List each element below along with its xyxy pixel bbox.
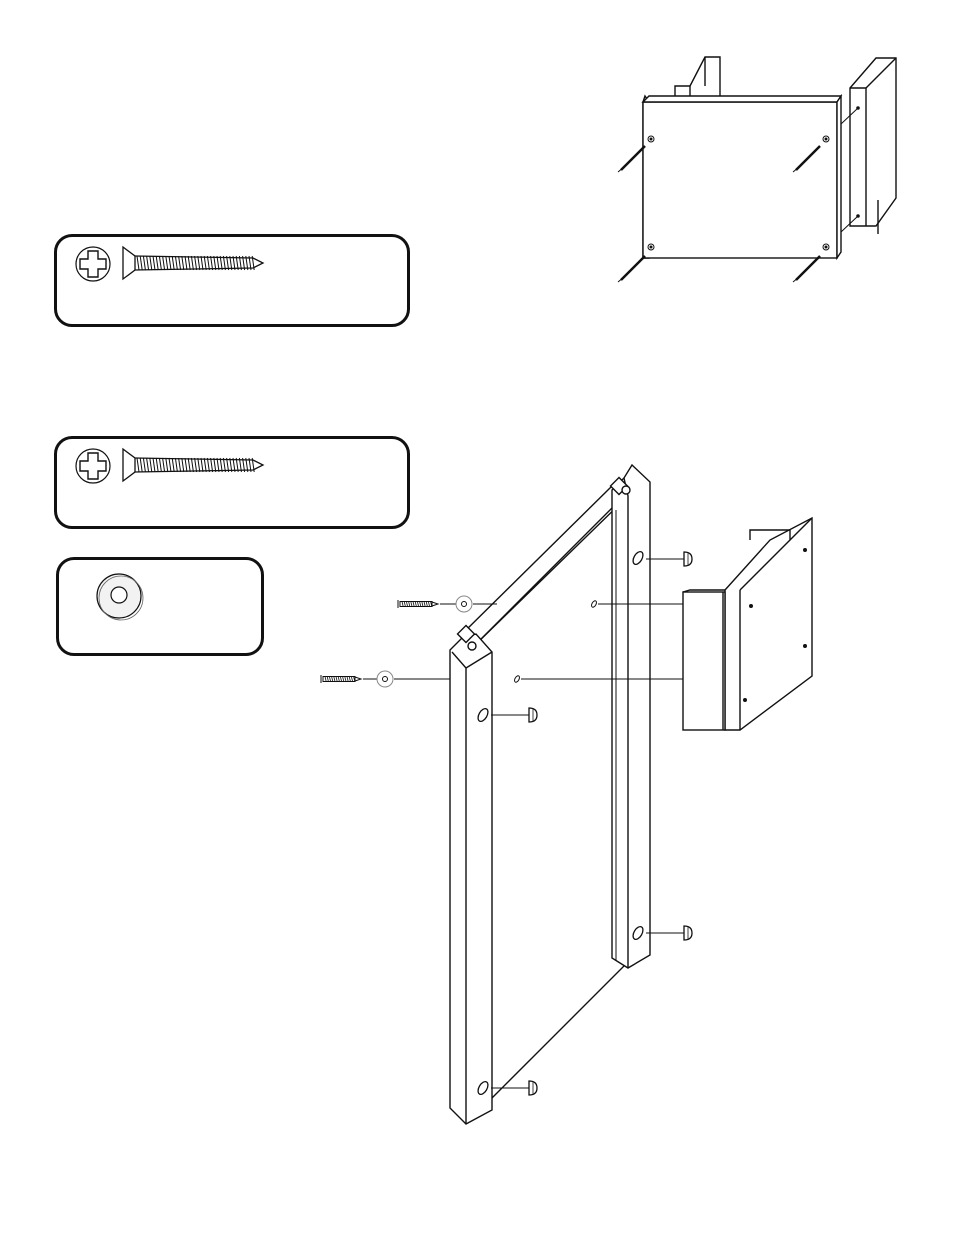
rear-block bbox=[675, 57, 720, 98]
rear-post bbox=[612, 465, 650, 968]
front-panel bbox=[643, 102, 837, 258]
bracket-block bbox=[683, 592, 725, 730]
panel-top-edge bbox=[643, 96, 841, 102]
front-post bbox=[450, 634, 492, 1124]
lower-assembly bbox=[450, 465, 812, 1124]
back-panel bbox=[472, 496, 628, 1098]
upper-assembly bbox=[643, 57, 896, 258]
side-bracket bbox=[725, 518, 812, 730]
side-board bbox=[850, 58, 896, 226]
